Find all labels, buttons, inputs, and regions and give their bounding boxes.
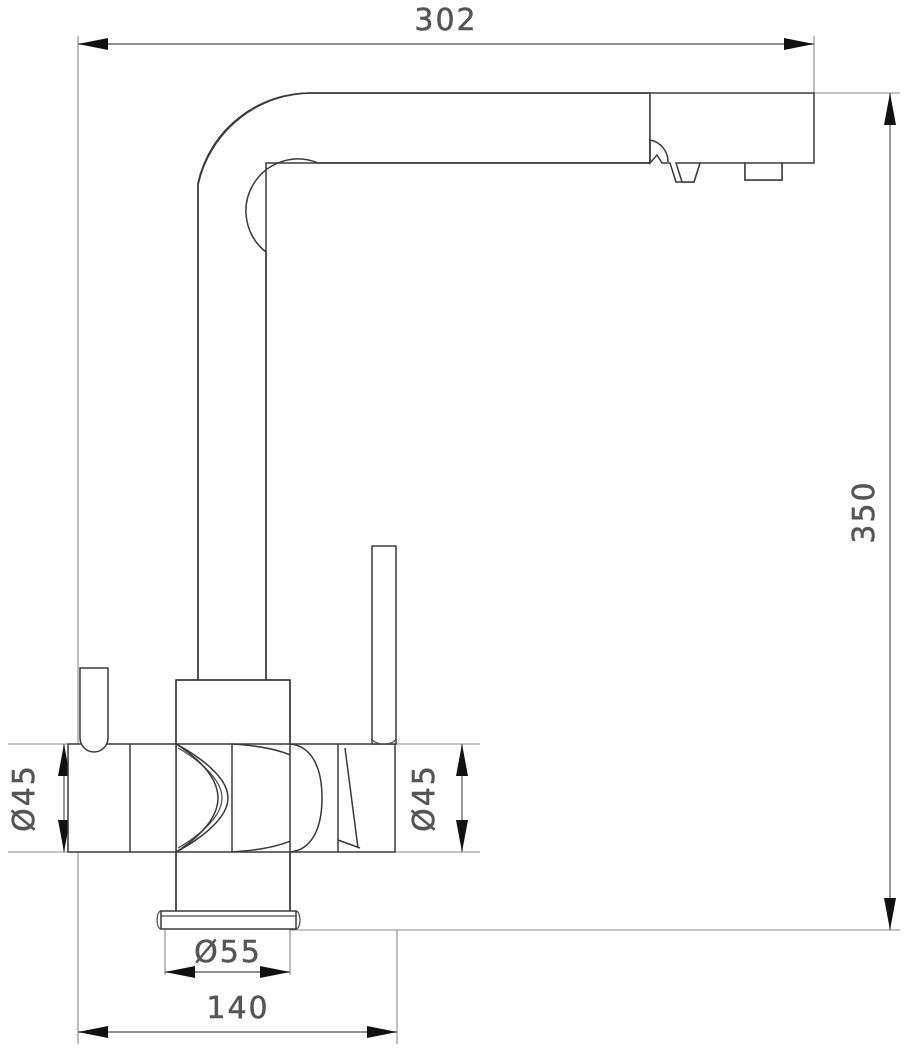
right-handle-body — [289, 743, 396, 853]
dimension-350: 350 — [847, 93, 896, 930]
dimension-140: 140 — [78, 991, 397, 1038]
dimension-diameter-45-right: Ø45 — [407, 744, 468, 852]
dimension-label-350: 350 — [847, 480, 882, 543]
dimension-label-diameter-45-left: Ø45 — [7, 764, 42, 832]
dimension-302: 302 — [78, 3, 814, 50]
dimension-label-diameter-55: Ø55 — [194, 935, 262, 970]
dimension-label-302: 302 — [414, 3, 477, 38]
right-handle-lever — [371, 545, 397, 745]
faucet-spout — [197, 92, 651, 701]
dimension-label-diameter-45-right: Ø45 — [407, 764, 442, 832]
dimension-label-140: 140 — [206, 991, 269, 1026]
mounting-base-flange — [156, 910, 301, 930]
extension-lines — [8, 36, 900, 1044]
left-handle-lever — [79, 667, 109, 753]
left-handle-body — [67, 743, 219, 853]
dimension-diameter-45-left: Ø45 — [7, 744, 70, 852]
dimension-diameter-55: Ø55 — [165, 935, 290, 978]
spout-head — [649, 92, 815, 183]
